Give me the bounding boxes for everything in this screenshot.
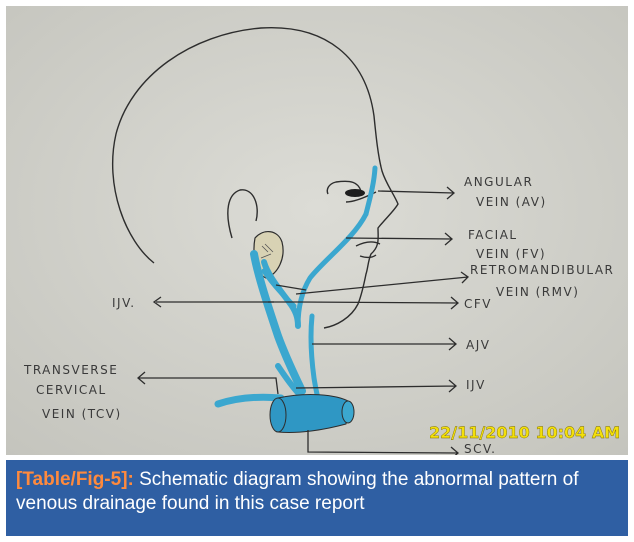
figure-caption: [Table/Fig-5]: Schematic diagram showing… [6, 460, 628, 536]
label-ijv-right: IJV [466, 378, 486, 392]
eye-icon [345, 189, 365, 197]
diagram-photo: ANGULAR VEIN (AV) FACIAL VEIN (FV) RETRO… [6, 6, 628, 455]
label-angular-vein: ANGULAR [464, 175, 533, 189]
label-transverse-cervical-abbr: VEIN (TCV) [42, 407, 122, 421]
label-retromandibular-vein-abbr: VEIN (RMV) [496, 285, 579, 299]
label-facial-vein-abbr: VEIN (FV) [476, 247, 546, 261]
label-cfv: CFV [464, 297, 492, 311]
label-transverse-cervical: TRANSVERSE [23, 363, 118, 377]
label-ajv: AJV [466, 338, 490, 352]
label-retromandibular-vein: RETROMANDIBULAR [470, 263, 614, 277]
photo-timestamp: 22/11/2010 10:04 AM [429, 423, 620, 442]
label-transverse-cervical-2: CERVICAL [36, 383, 107, 397]
caption-label: [Table/Fig-5]: [16, 469, 134, 490]
label-scv: SCV. [464, 442, 496, 455]
label-angular-vein-abbr: VEIN (AV) [476, 195, 547, 209]
label-facial-vein: FACIAL [468, 228, 518, 242]
label-ijv-left: IJV. [112, 296, 136, 310]
